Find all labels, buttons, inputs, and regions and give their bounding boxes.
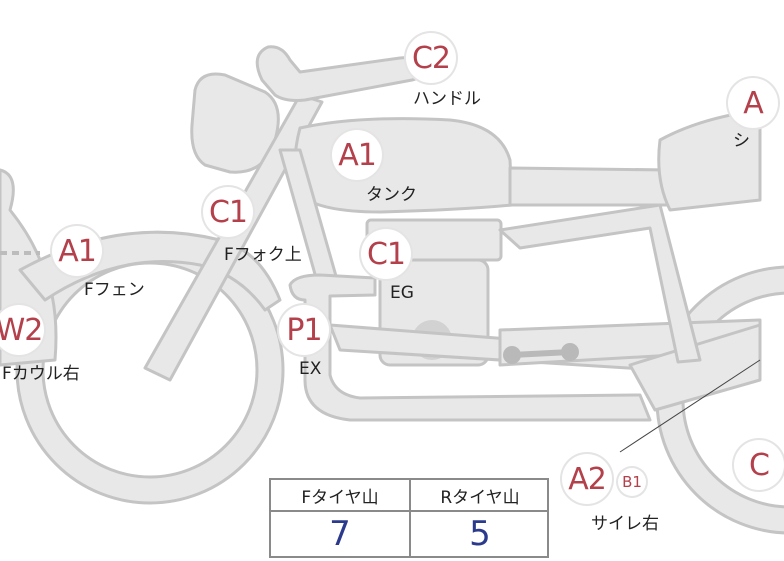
- front-tire-column: Fタイヤ山 7: [271, 480, 411, 556]
- badge-a2-side[interactable]: A2: [562, 454, 612, 504]
- badge-a1-fender[interactable]: A1: [52, 226, 102, 276]
- badge-b1-side[interactable]: B1: [618, 468, 646, 496]
- muffler: [628, 323, 762, 412]
- exhaust-pipe: [288, 273, 652, 422]
- badge-w2-cowl[interactable]: W2: [0, 305, 44, 355]
- motorcycle-diagram: [0, 45, 784, 535]
- label-cowl-right: Fカウル右: [2, 364, 80, 384]
- badge-c2-handle[interactable]: C2: [406, 33, 456, 83]
- label-tank: タンク: [366, 185, 417, 205]
- badge-a-seat[interactable]: A: [728, 78, 778, 128]
- handlebar: [255, 45, 427, 102]
- badge-p1-exhaust[interactable]: P1: [279, 305, 329, 355]
- front-tire-header: Fタイヤ山: [271, 480, 409, 512]
- badge-c-rear[interactable]: C: [734, 440, 784, 490]
- label-fork-upper: Fフォク上: [224, 245, 302, 265]
- label-handle: ハンドル: [413, 89, 481, 109]
- tire-tread-table: Fタイヤ山 7 Rタイヤ山 5: [269, 478, 549, 558]
- badge-a1-tank[interactable]: A1: [332, 130, 382, 180]
- badge-c1-engine[interactable]: C1: [361, 229, 411, 279]
- label-engine: EG: [390, 283, 414, 303]
- label-side-right: サイレ右: [591, 514, 659, 534]
- label-exhaust: EX: [299, 359, 322, 379]
- rear-tire-value[interactable]: 5: [469, 514, 491, 554]
- front-tire-value[interactable]: 7: [329, 514, 351, 554]
- label-seat: シ: [733, 131, 750, 151]
- label-fender: Fフェン: [84, 280, 145, 300]
- rear-tire-column: Rタイヤ山 5: [411, 480, 549, 556]
- rear-tire-header: Rタイヤ山: [411, 480, 549, 512]
- badge-c1-fork[interactable]: C1: [203, 187, 253, 237]
